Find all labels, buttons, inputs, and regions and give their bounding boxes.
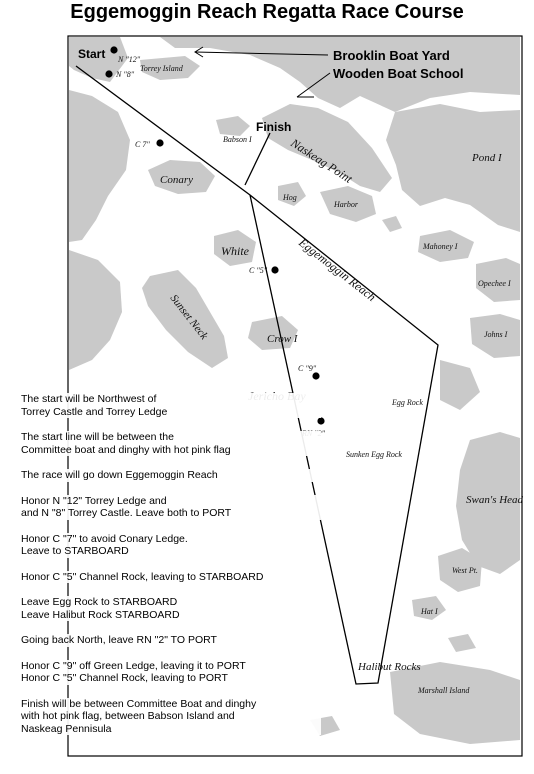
place-mahoney-i: Mahoney I [422,242,458,251]
boat-school-label: Wooden Boat School [333,66,463,81]
land-hog [278,182,306,206]
instruction-item: Finish will be between Committee Boat an… [21,697,321,735]
buoy-c5 [271,266,279,274]
place-white: White [221,244,250,258]
instruction-line: Honor C "5" Channel Rock, leaving to POR… [21,672,228,684]
land-hat-island [412,596,446,620]
instruction-item: The race will go down Eggemoggin Reach [21,469,321,482]
race-course-line [75,65,439,685]
instruction-line: Honor N "12" Torrey Ledge and [21,494,167,507]
land-west-pt [438,548,482,592]
land-white-island [214,230,256,266]
instruction-line: Honor C "5" Channel Rock, leaving to STA… [21,570,264,583]
land-torrey-island [140,56,200,80]
instruction-line: and N "8" Torrey Castle. Leave both to P… [21,507,232,519]
place-johns-i: Johns I [484,330,508,339]
instruction-line: The race will go down Eggemoggin Reach [21,469,218,481]
place-halibut-rocks: Halibut Rocks [357,661,421,673]
place-babson-i: Babson I [223,135,252,144]
land-babson-island [216,116,250,136]
instruction-item: The start line will be between the Commi… [21,431,321,456]
map-title: Eggemoggin Reach Regatta Race Course [70,1,464,23]
place-opechee-i: Opechee I [478,279,511,288]
place-conary: Conary [160,174,193,186]
buoy-n8 [105,70,113,78]
buoy-markers [105,46,325,425]
instruction-item: Honor C "9" off Green Ledge, leaving it … [21,659,321,685]
instruction-line: Leave Egg Rock to STARBOARD [21,596,178,608]
instruction-line: Finish will be between Committee Boat an… [21,697,257,710]
instruction-item: Going back North, leave RN "2" TO PORT [21,634,321,647]
place-harbor: Harbor [333,200,359,209]
buoy-c7-label: C 7" [135,140,150,149]
land-east-mid [440,360,480,410]
instruction-line: Leave to STARBOARD [21,545,129,557]
instruction-line: Honor C "9" off Green Ledge, leaving it … [21,659,246,672]
buoy-c5-label: C "5" [249,266,268,275]
place-marshall-island: Marshall Island [417,686,470,695]
land-johns [470,314,520,358]
land-brooklin [160,37,520,112]
land-mahoney [418,230,474,262]
instruction-line: Torrey Castle and Torrey Ledge [21,405,168,418]
instruction-line: Leave Halibut Rock STARBOARD [21,608,180,621]
place-crow-i: Crow I [267,333,299,345]
place-sunken-egg-rock: Sunken Egg Rock [346,450,402,459]
instruction-line: Going back North, leave RN "2" TO PORT [21,634,217,646]
instruction-line: with hot pink flag, between Babson Islan… [21,710,235,722]
instruction-item: Honor C "7" to avoid Conary Ledge.Leave … [21,532,321,558]
boat-yard-label: Brooklin Boat Yard [333,48,450,63]
instruction-line: Naskeag Pennisula [21,722,112,735]
land-opechee [476,258,520,302]
buoy-rn2 [317,417,325,425]
finish-label: Finish [256,120,291,134]
land-small-island-1 [382,216,402,232]
finish-line [244,132,271,186]
land-west-shore [69,90,130,242]
instruction-line: The start will be Northwest of [21,393,157,405]
land-naskeag-point [262,104,392,192]
place-hat-i: Hat I [420,607,438,616]
instruction-line: Committee boat and dinghy with hot pink … [21,443,231,456]
instruction-line: Honor C "7" to avoid Conary Ledge. [21,532,188,545]
place-pond-i: Pond I [471,152,503,164]
place-swans-head: Swan's Head [466,494,524,506]
land-conary [148,160,215,194]
buoy-n8-label: N "8" [115,70,135,79]
land-marshall-island [390,662,520,744]
place-west-pt: West Pt. [452,566,478,575]
land-harbor [320,186,376,222]
buoy-n12 [110,46,118,54]
boat-school-arrow [296,72,331,98]
land-west-lower [69,250,122,370]
land-small-south-2 [448,634,476,652]
buoy-c9 [312,372,320,380]
start-label: Start [78,47,105,61]
buoy-c9-label: C "9" [298,364,317,373]
land-crow-island [248,316,298,350]
boat-yard-arrow [194,46,329,58]
buoy-c7 [156,139,164,147]
buoy-n12-label: N "12" [117,55,141,64]
place-egg-rock: Egg Rock [391,398,423,407]
instruction-line: The start line will be between the [21,431,174,443]
land-swans-head [456,432,520,574]
place-hog: Hog [282,193,297,202]
instruction-item: Honor C "5" Channel Rock, leaving to STA… [21,570,321,583]
place-torrey-island: Torrey Island [140,64,184,73]
land-east-shore [386,104,520,232]
land-sunset-neck [142,270,228,368]
landmasses [69,37,520,744]
